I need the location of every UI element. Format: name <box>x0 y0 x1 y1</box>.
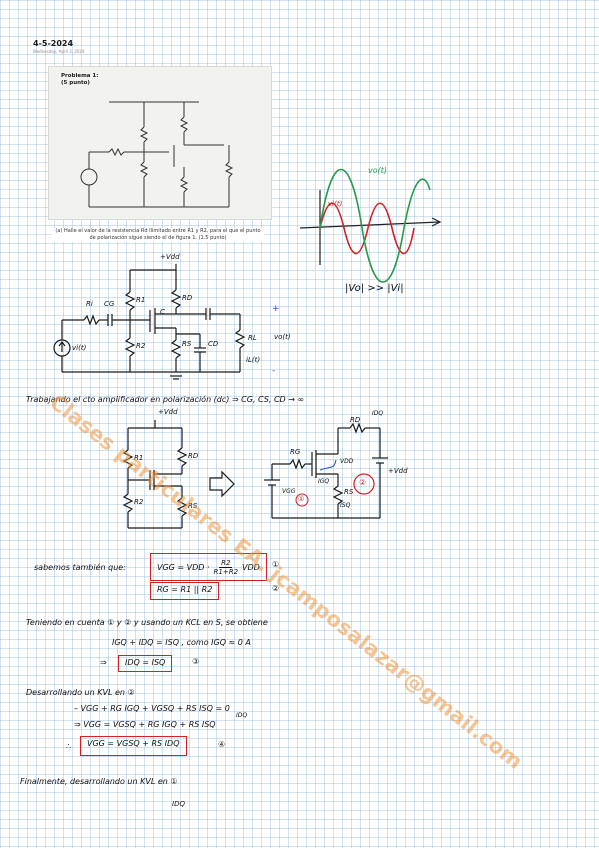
vi-wave-label: vi(t) <box>328 200 343 208</box>
label-rl: RL <box>248 334 257 342</box>
problem-circuit-drawing <box>80 101 234 208</box>
kvl-tag: ④ <box>218 740 226 749</box>
label-minus: - <box>272 366 276 376</box>
kcl-result: IDQ = ISQ <box>118 655 173 672</box>
label-cd: CD <box>208 340 219 348</box>
label-r2: R2 <box>136 342 146 350</box>
kvl-annotation: IDQ <box>236 712 248 719</box>
problem-photo: Problema 1: (5 punto) <box>48 66 272 220</box>
dc-right-label-vdd: +Vdd <box>388 467 408 475</box>
label-plus: + <box>272 304 280 314</box>
problem-points: (5 punto) <box>61 80 90 86</box>
label-il: iL(t) <box>246 356 261 364</box>
dc-label-rd: RD <box>188 452 199 460</box>
equivalence-arrow <box>209 470 235 498</box>
dc-right-label-vdd-small: VDD <box>340 458 354 465</box>
kcl-arrow: ⇒ <box>100 658 107 667</box>
vo-wave-label: vo(t) <box>368 166 388 175</box>
dc-right-label-isq: ISQ <box>340 502 351 509</box>
eq2-tag: ② <box>272 584 280 593</box>
loop-1-marker <box>295 493 309 507</box>
kcl-line: IGQ + IDQ = ISQ , como IGQ ≈ 0 A <box>112 638 251 647</box>
eq1-numerator: R2 <box>219 558 233 568</box>
eq1-tag: ① <box>272 560 280 569</box>
equation-rg: RG = R1 || R2 <box>150 582 220 600</box>
dc-right-label-vgg: VGG <box>282 488 296 495</box>
kcl-intro: Teniendo en cuenta ① y ② y usando un KCL… <box>26 618 268 627</box>
page-date: 4-5-2024 <box>33 39 74 48</box>
kvl-intro: Desarrollando un KVL en ② <box>26 688 135 697</box>
dc-label-vdd: +Vdd <box>158 408 178 416</box>
label-c: C <box>160 308 165 316</box>
problem-title: Problema 1: <box>61 73 99 79</box>
label-r1: R1 <box>136 296 146 304</box>
eq1-fraction: R2 R1+R2 <box>214 559 239 576</box>
dc-right-label-rd: RD <box>350 416 361 424</box>
amplitude-relation: |Vo| >> |Vi| <box>345 283 404 294</box>
equation-vgg: VGG = VDD · R2 R1+R2 VDD <box>150 553 267 581</box>
label-vo: vo(t) <box>274 333 291 341</box>
label-vi: vi(t) <box>72 344 87 352</box>
final-text: Finalmente, desarrollando un KVL en ① <box>20 777 178 786</box>
dc-label-r2: R2 <box>134 498 144 506</box>
kvl-line-2: ⇒ VGG = VGSQ + RG IGQ + RS ISQ <box>74 720 216 729</box>
eq1-denominator: R1+R2 <box>213 567 239 576</box>
problem-caption: (a) Halle el valor de la resistencia Rd … <box>52 228 264 242</box>
dc-right-label-rs: RS <box>344 488 354 496</box>
dc-right-label-rg: RG <box>290 448 301 456</box>
kvl-line-1: – VGG + RG IGQ + VGSQ + RS ISQ = 0 <box>74 704 230 713</box>
dc-right-mark-1: ① <box>298 495 305 503</box>
dc-right-label-igq: IGQ <box>318 478 330 485</box>
kvl-therefore: ∴ <box>66 742 72 751</box>
loop-2-marker <box>353 473 375 495</box>
label-rd: RD <box>182 294 193 302</box>
bottom-label: IDQ <box>172 800 185 808</box>
kvl-result: VGG = VGSQ + RS IDQ <box>80 736 187 756</box>
kcl-tag: ③ <box>192 657 200 666</box>
eq1-rhs: VDD <box>242 562 260 572</box>
also-text: sabemos también que: <box>34 563 126 572</box>
label-cg: CG <box>104 300 115 308</box>
dc-label-rs: RS <box>188 502 198 510</box>
label-rs: RS <box>182 340 192 348</box>
page-subtitle: Wednesday, April 3, 2024 <box>33 49 85 54</box>
label-ri: Ri <box>86 300 93 308</box>
dc-label-r1: R1 <box>134 454 144 462</box>
dc-right-label-idq: IDQ <box>372 410 384 417</box>
eq1-lhs: VGG = VDD · <box>157 562 210 572</box>
dc-right-mark-2: ② <box>359 478 367 487</box>
label-vdd: +Vdd <box>160 253 180 261</box>
dc-section-intro: Trabajando el cto amplificador en polari… <box>26 395 305 404</box>
